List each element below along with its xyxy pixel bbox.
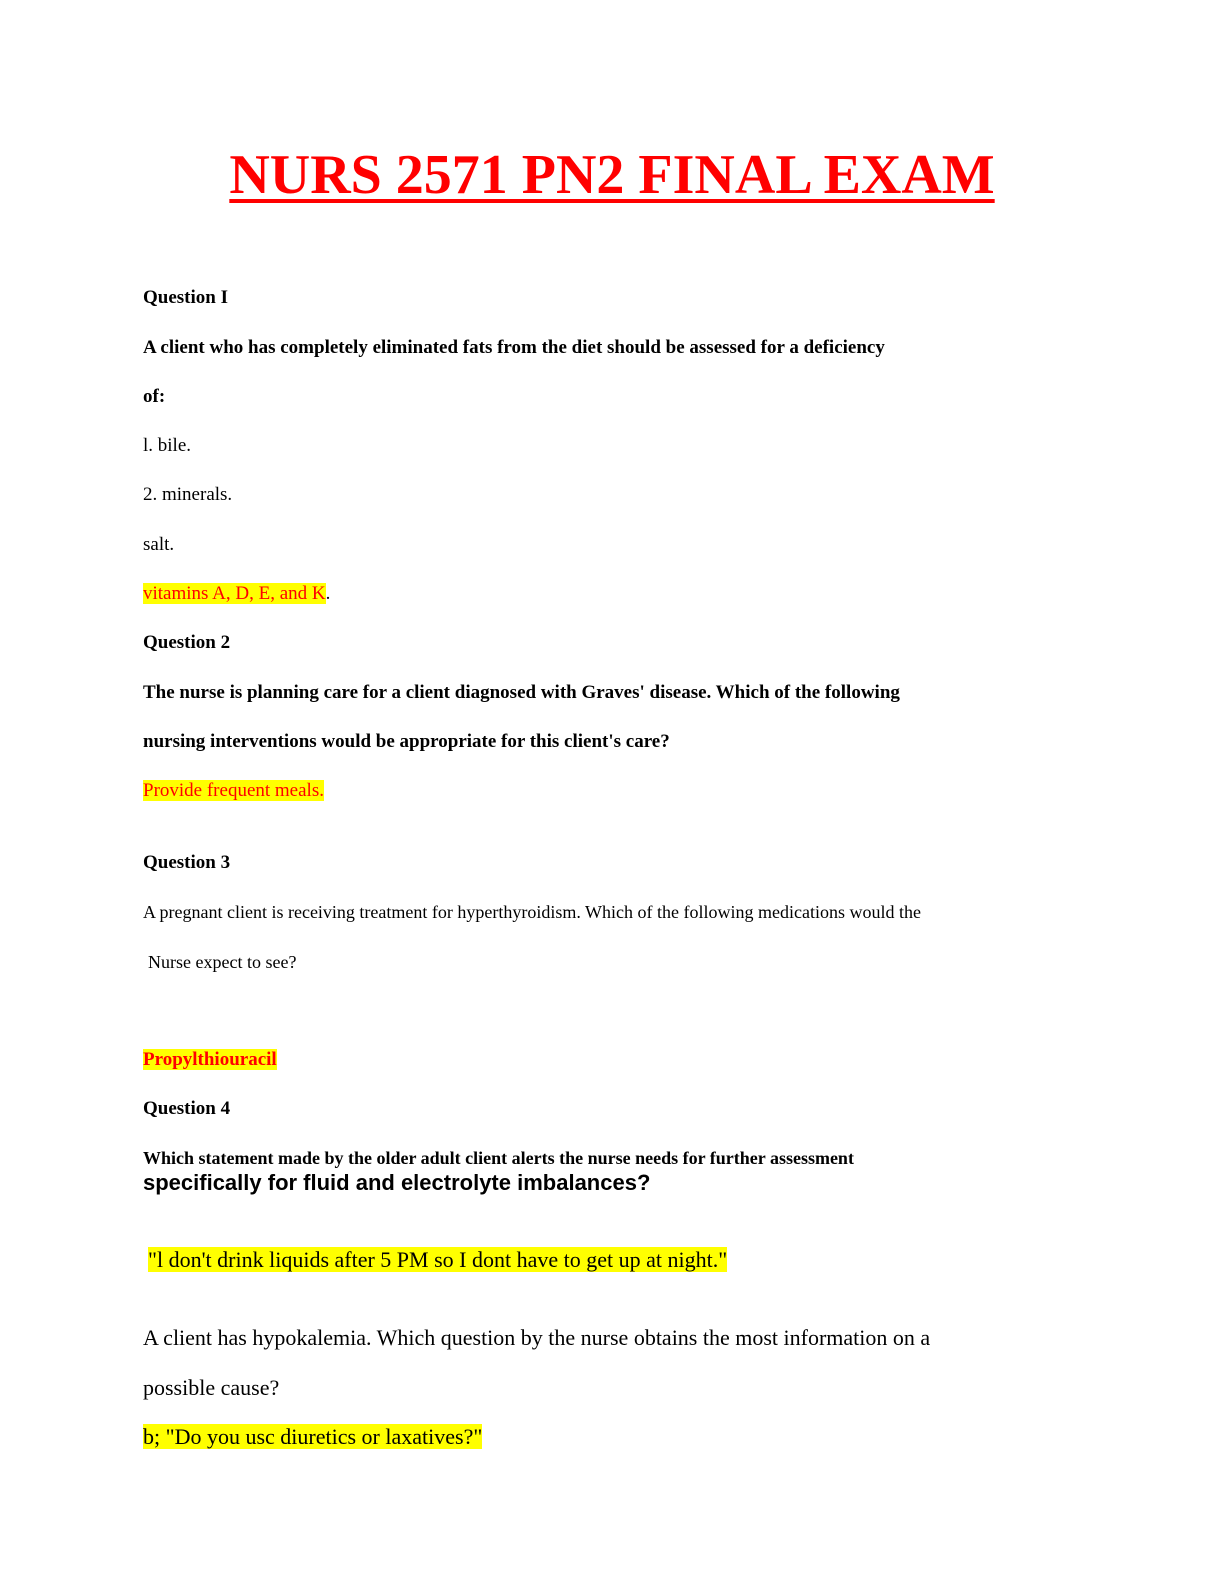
question-1-answer-line: vitamins A, D, E, and K. [143, 582, 330, 606]
question-5-text-line2: possible cause? [143, 1375, 280, 1400]
question-2-answer-line: Provide frequent meals. [143, 779, 324, 803]
question-1-answer: vitamins A, D, E, and K [143, 583, 326, 604]
question-5-answer-line: b; "Do you usc diuretics or laxatives?" [143, 1423, 483, 1451]
document-title-text: NURS 2571 PN2 FINAL EXAM [229, 144, 995, 206]
question-3-answer: Propylthiouracil [143, 1049, 277, 1070]
question-1-text-line1: A client who has completely eliminated f… [143, 337, 885, 358]
question-1-option-1: l. bile. [143, 435, 192, 456]
question-1-answer-suffix: . [325, 583, 331, 604]
question-1-text-line2: of: [143, 386, 166, 407]
question-4-answer: "l don't drink liquids after 5 PM so I d… [148, 1247, 728, 1272]
question-1-option-2: 2. minerals. [143, 484, 233, 505]
question-4-text-line2: specifically for fluid and electrolyte i… [143, 1170, 651, 1195]
question-3-answer-line: Propylthiouracil [143, 1048, 277, 1072]
question-1-label: Question I [143, 287, 228, 308]
question-2-text-line1: The nurse is planning care for a client … [143, 682, 900, 703]
question-3-label: Question 3 [143, 852, 231, 873]
question-2-text-line2: nursing interventions would be appropria… [143, 731, 670, 752]
question-3-text-line1: A pregnant client is receiving treatment… [143, 902, 921, 922]
question-1-option-3: salt. [143, 534, 175, 555]
question-4-label: Question 4 [143, 1098, 231, 1119]
question-5-text-line1: A client has hypokalemia. Which question… [143, 1325, 931, 1350]
document-title: NURS 2571 PN2 FINAL EXAM [0, 140, 1224, 210]
question-4-answer-line: "l don't drink liquids after 5 PM so I d… [148, 1246, 728, 1274]
question-2-label: Question 2 [143, 632, 231, 653]
question-3-text-line2: Nurse expect to see? [148, 952, 297, 972]
question-5-answer: b; "Do you usc diuretics or laxatives?" [143, 1424, 483, 1449]
question-4-text-line1: Which statement made by the older adult … [143, 1148, 854, 1168]
question-2-answer: Provide frequent meals. [143, 780, 324, 801]
